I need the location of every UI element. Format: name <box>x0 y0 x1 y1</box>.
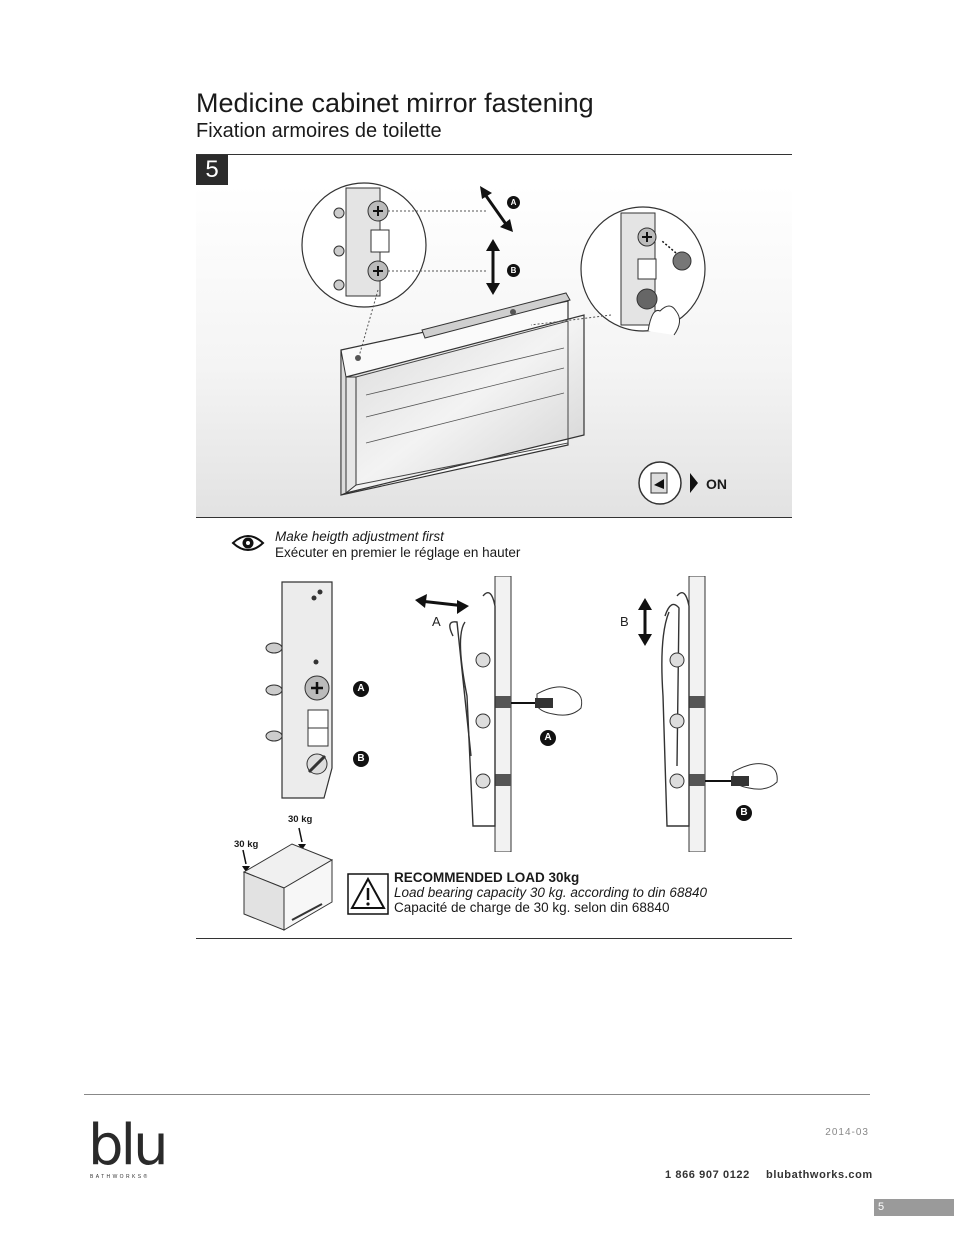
callout-a-badge: A <box>507 196 520 209</box>
side-load-label: 30 kg <box>234 839 259 850</box>
website-link[interactable]: blubathworks.com <box>766 1169 873 1181</box>
bracket-b-badge: B <box>353 751 369 767</box>
on-label: ON <box>706 476 727 492</box>
tool-a-badge: A <box>540 730 556 746</box>
step-number-badge: 5 <box>196 155 228 185</box>
callout-b-badge: B <box>507 264 520 277</box>
bracket-a-badge: A <box>353 681 369 697</box>
page-title: Medicine cabinet mirror fastening <box>196 88 594 118</box>
tool-b-badge: B <box>736 805 752 821</box>
note-french: Exécuter en premier le réglage en hauter <box>275 545 521 560</box>
brand-logo: blu <box>88 1113 169 1178</box>
load-english: Load bearing capacity 30 kg. according t… <box>394 885 707 900</box>
header-rule <box>196 154 792 155</box>
top-load-label: 30 kg <box>288 814 313 825</box>
switch-icon <box>638 461 698 505</box>
brand-logo-sub: BATHWORKS® <box>90 1174 150 1180</box>
side-a-label: A <box>432 614 441 629</box>
load-french: Capacité de charge de 30 kg. selon din 6… <box>394 900 670 915</box>
page-subtitle: Fixation armoires de toilette <box>196 120 442 142</box>
side-view-b <box>638 576 778 852</box>
note-english: Make heigth adjustment first <box>275 529 444 544</box>
zoom-bubble-left <box>301 182 486 361</box>
load-box-illustration <box>242 827 334 931</box>
side-view-a <box>415 576 583 852</box>
page-number: 5 <box>874 1199 954 1216</box>
footer-rule <box>84 1094 870 1095</box>
cabinet-illustration <box>196 182 792 518</box>
panel-bottom-rule <box>196 517 792 518</box>
document-date: 2014-03 <box>825 1127 869 1138</box>
side-b-label: B <box>620 614 629 629</box>
eye-icon <box>231 535 265 551</box>
zoom-bubble-right <box>530 206 706 336</box>
adjust-arrows <box>480 186 513 295</box>
bracket-detail <box>265 581 333 799</box>
warning-icon <box>347 873 389 915</box>
cabinet-body <box>340 292 585 496</box>
load-heading: RECOMMENDED LOAD 30kg <box>394 870 580 885</box>
phone-number: 1 866 907 0122 <box>665 1169 750 1181</box>
section-bottom-rule <box>196 938 792 939</box>
